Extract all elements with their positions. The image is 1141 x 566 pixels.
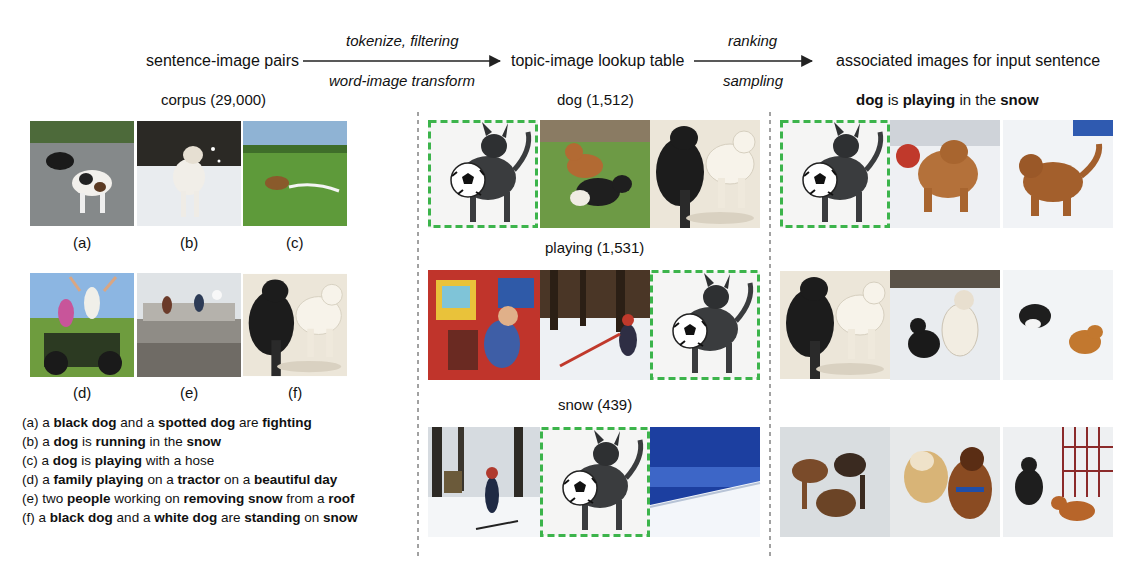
- stage-heading: sentence-image pairs: [146, 51, 299, 71]
- input-sentence: dog is playing in the snow: [856, 90, 1039, 110]
- image-caption: (f) a black dog and a white dog are stan…: [22, 508, 358, 528]
- image-tag: (b): [180, 233, 198, 253]
- image-tag: (a): [73, 233, 91, 253]
- arrow-label: word-image transform: [329, 71, 475, 91]
- image-tag: (c): [286, 233, 304, 253]
- image-tag: (d): [73, 383, 91, 403]
- topic-heading: dog (1,512): [557, 90, 634, 110]
- image-caption: (b) a dog is running in the snow: [22, 432, 221, 452]
- arrow-label: tokenize, filtering: [346, 31, 459, 51]
- image-caption: (a) a black dog and a spotted dog are fi…: [22, 413, 312, 433]
- arrow-label: ranking: [728, 31, 777, 51]
- group-heading: corpus (29,000): [161, 90, 266, 110]
- image-tag: (f): [288, 383, 302, 403]
- image-caption: (d) a family playing on a tractor on a b…: [22, 470, 337, 490]
- topic-heading: playing (1,531): [545, 238, 644, 258]
- stage-heading: topic-image lookup table: [511, 51, 684, 71]
- image-caption: (e) two people working on removing snow …: [22, 489, 355, 509]
- stage-heading: associated images for input sentence: [836, 51, 1100, 71]
- topic-heading: snow (439): [558, 395, 632, 415]
- arrow-label: sampling: [723, 71, 783, 91]
- image-caption: (c) a dog is playing with a hose: [22, 451, 214, 471]
- image-tag: (e): [180, 383, 198, 403]
